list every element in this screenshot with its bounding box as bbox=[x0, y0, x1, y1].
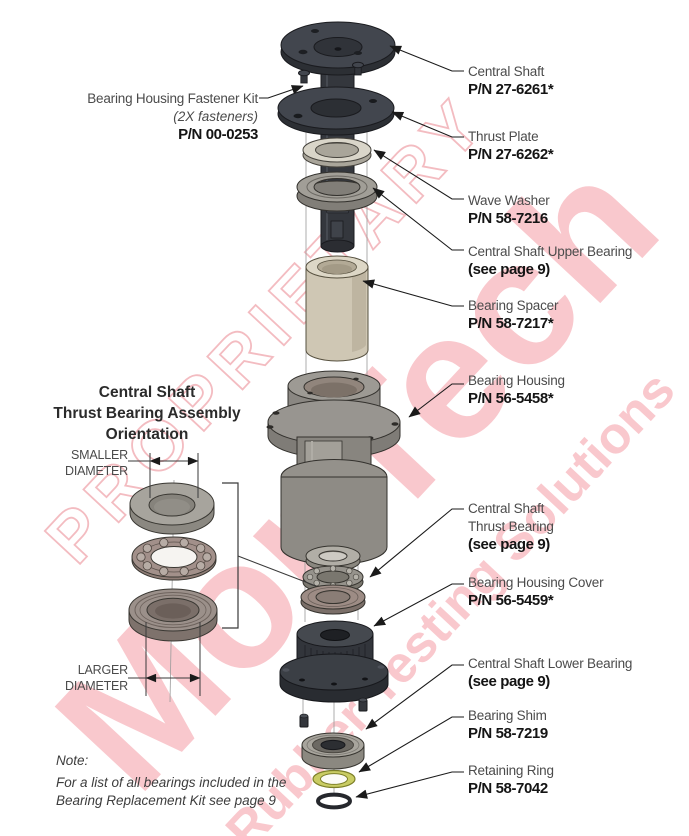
orientation-diagram bbox=[128, 482, 218, 642]
fastener-screws bbox=[298, 61, 364, 84]
bearing-shim-pn: P/N 58-7219 bbox=[468, 725, 548, 742]
callout-bearing-spacer: Bearing Spacer P/N 58-7217* bbox=[468, 297, 558, 333]
callout-central-shaft: Central Shaft P/N 27-6261* bbox=[468, 63, 554, 99]
orientation-title-line2: Thrust Bearing Assembly bbox=[53, 405, 241, 422]
wave-washer-part bbox=[302, 137, 372, 168]
fastener-kit-qty: (2X fasteners) bbox=[173, 109, 258, 124]
bearing-spacer-name: Bearing Spacer bbox=[468, 298, 559, 313]
callout-wave-washer: Wave Washer P/N 58-7216 bbox=[468, 192, 550, 228]
smaller-diameter-label: SMALLER DIAMETER bbox=[40, 448, 128, 479]
central-shaft-name: Central Shaft bbox=[468, 64, 545, 79]
thrust-bearing-name-2: Thrust Bearing bbox=[468, 519, 554, 534]
thrust-bearing-ref: (see page 9) bbox=[468, 536, 550, 553]
retaining-ring-name: Retaining Ring bbox=[468, 763, 554, 778]
housing-cover-name: Bearing Housing Cover bbox=[468, 575, 604, 590]
lower-bearing-part bbox=[301, 732, 365, 770]
callout-bearing-shim: Bearing Shim P/N 58-7219 bbox=[468, 707, 548, 743]
thrust-plate-pn: P/N 27-6262* bbox=[468, 146, 554, 163]
footnote: Note: For a list of all bearings include… bbox=[56, 752, 286, 810]
set-screws bbox=[299, 697, 368, 728]
orientation-title-line1: Central Shaft bbox=[98, 384, 196, 401]
bearing-spacer-part bbox=[305, 255, 369, 362]
thrust-plate-part bbox=[277, 86, 395, 136]
thrust-bearing-part bbox=[300, 545, 366, 615]
callout-bearing-housing: Bearing Housing P/N 56-5458* bbox=[468, 372, 565, 408]
orientation-title: Central Shaft Thrust Bearing Assembly Or… bbox=[38, 382, 256, 445]
housing-cover-part bbox=[279, 620, 389, 703]
fastener-kit-name: Bearing Housing Fastener Kit bbox=[87, 91, 258, 106]
callout-housing-cover: Bearing Housing Cover P/N 56-5459* bbox=[468, 574, 604, 610]
fastener-kit-pn: P/N 00-0253 bbox=[178, 126, 258, 143]
upper-bearing-name: Central Shaft Upper Bearing bbox=[468, 244, 633, 259]
bearing-housing-name: Bearing Housing bbox=[468, 373, 565, 388]
callout-retaining-ring: Retaining Ring P/N 58-7042 bbox=[468, 762, 554, 798]
callout-thrust-plate: Thrust Plate P/N 27-6262* bbox=[468, 128, 554, 164]
bearing-spacer-pn: P/N 58-7217* bbox=[468, 315, 554, 332]
larger-diameter-label: LARGER DIAMETER bbox=[40, 663, 128, 694]
footnote-line1: For a list of all bearings included in t… bbox=[56, 775, 287, 790]
housing-cover-pn: P/N 56-5459* bbox=[468, 592, 554, 609]
callout-lower-bearing: Central Shaft Lower Bearing (see page 9) bbox=[468, 655, 632, 691]
larger-diameter-line2: DIAMETER bbox=[65, 678, 128, 693]
larger-diameter-line1: LARGER bbox=[77, 663, 128, 677]
thrust-bearing-name-1: Central Shaft bbox=[468, 501, 545, 516]
callout-thrust-bearing: Central Shaft Thrust Bearing (see page 9… bbox=[468, 500, 554, 554]
dimension-lines bbox=[128, 453, 317, 696]
bearing-shim-name: Bearing Shim bbox=[468, 708, 547, 723]
footnote-line2: Bearing Replacement Kit see page 9 bbox=[56, 793, 276, 808]
central-shaft-pn: P/N 27-6261* bbox=[468, 81, 554, 98]
thrust-plate-name: Thrust Plate bbox=[468, 129, 539, 144]
retaining-ring-part bbox=[316, 792, 352, 810]
upper-bearing-part bbox=[296, 171, 378, 212]
retaining-ring-pn: P/N 58-7042 bbox=[468, 780, 548, 797]
bearing-housing-pn: P/N 56-5458* bbox=[468, 390, 554, 407]
smaller-diameter-line1: SMALLER bbox=[71, 448, 128, 462]
bearing-housing-part bbox=[266, 370, 401, 565]
orientation-title-line3: Orientation bbox=[105, 426, 189, 443]
lower-bearing-name: Central Shaft Lower Bearing bbox=[468, 656, 633, 671]
wave-washer-pn: P/N 58-7216 bbox=[468, 210, 548, 227]
smaller-diameter-line2: DIAMETER bbox=[65, 463, 128, 478]
callout-upper-bearing: Central Shaft Upper Bearing (see page 9) bbox=[468, 243, 632, 279]
callout-fastener-kit: Bearing Housing Fastener Kit (2X fastene… bbox=[40, 90, 258, 144]
bearing-shim-part bbox=[312, 769, 356, 789]
lower-bearing-ref: (see page 9) bbox=[468, 673, 550, 690]
wave-washer-name: Wave Washer bbox=[468, 193, 550, 208]
leader-lines bbox=[259, 45, 464, 799]
footnote-label: Note: bbox=[56, 753, 89, 768]
upper-bearing-ref: (see page 9) bbox=[468, 261, 550, 278]
